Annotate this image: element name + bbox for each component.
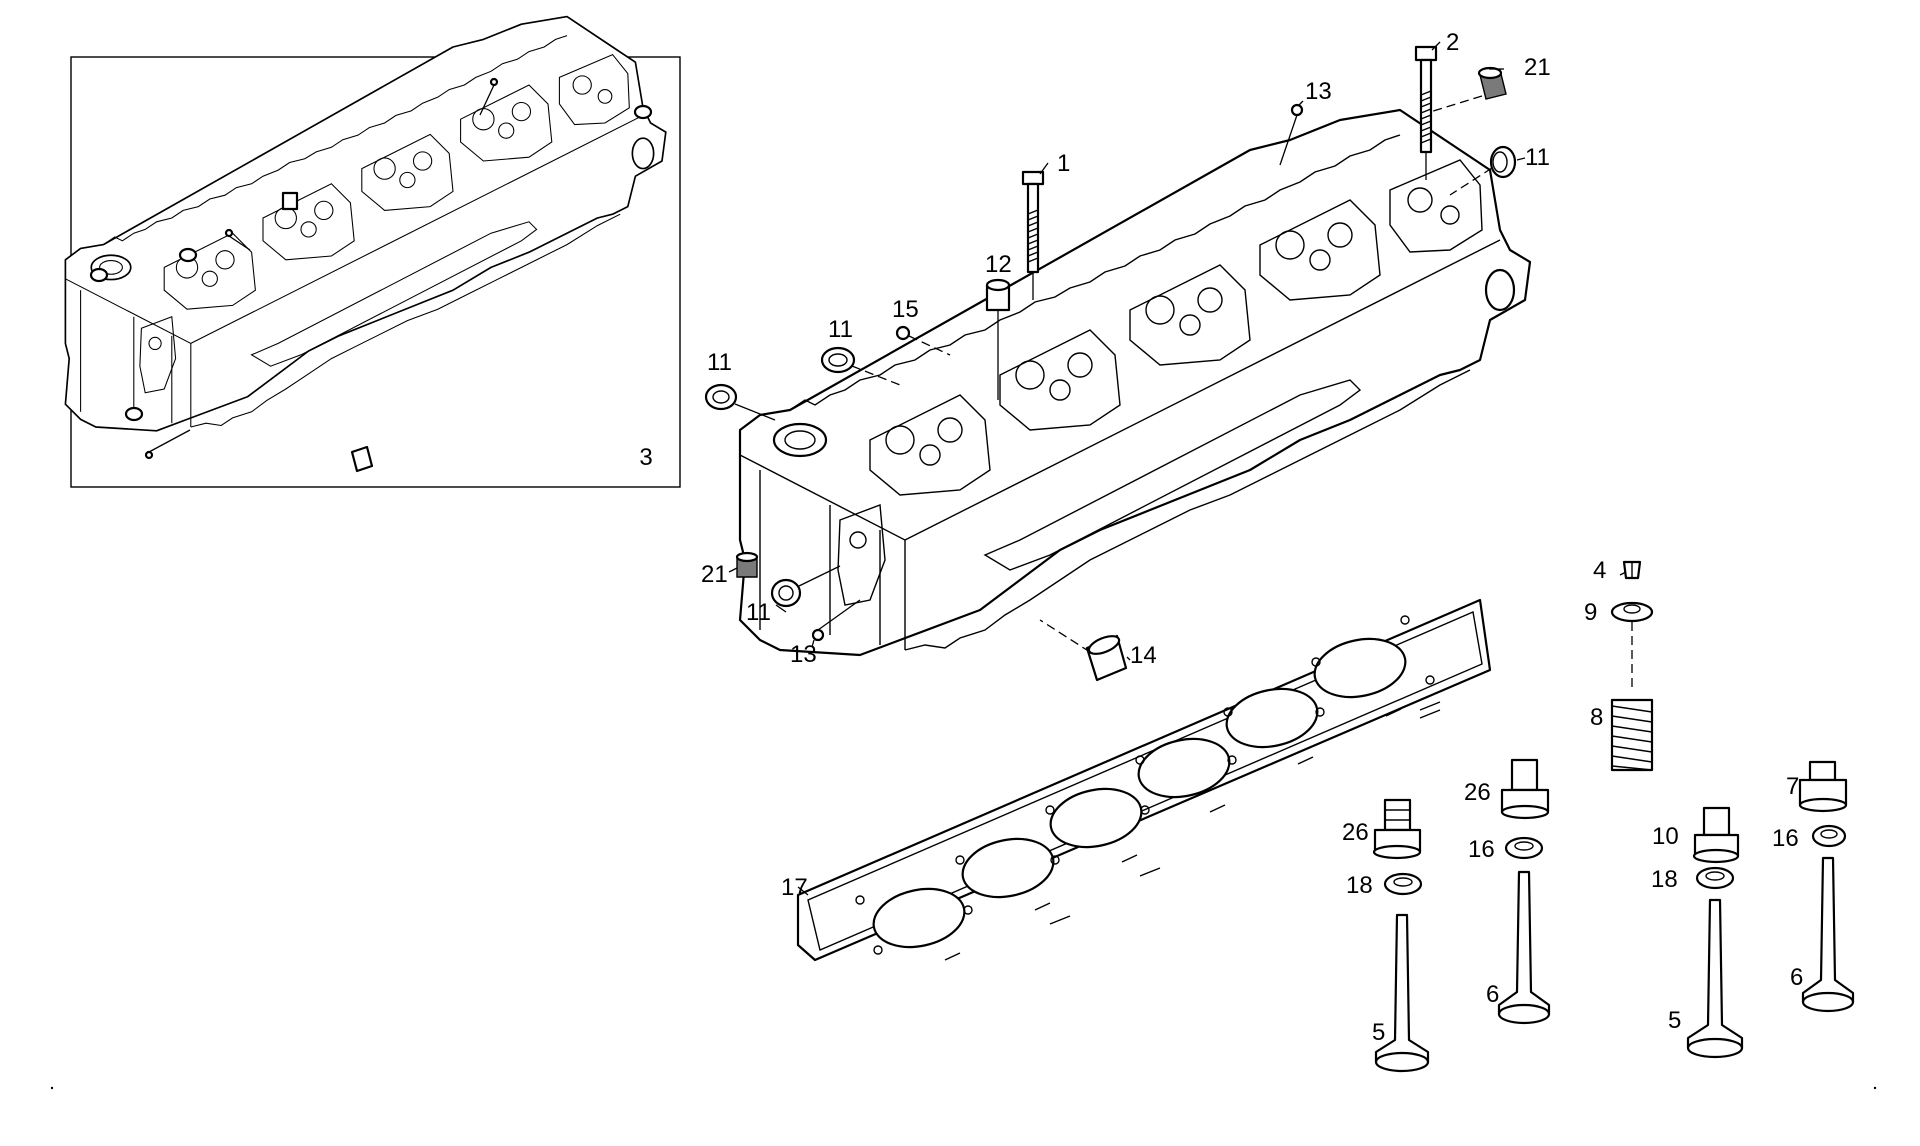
callout-7: 7 [1786,773,1799,800]
callout-12: 12 [985,251,1012,278]
seal-21-front [735,551,759,578]
valve-stem-key-4 [1622,560,1642,580]
callout-26-left: 26 [1342,819,1369,846]
inset-plug [281,191,299,211]
callout-11-lower: 11 [746,599,771,626]
callout-11-front: 11 [707,349,732,376]
seat-ring-16-right [1811,824,1847,848]
callout-8: 8 [1590,704,1603,731]
callout-13-bottom: 13 [790,641,817,668]
head-bolt-1 [1021,170,1045,300]
cup-plug-11-rear [1449,145,1517,196]
cup-plug-11-lower [770,565,841,608]
valve-stem-seal-26-left [1372,798,1422,860]
valve-stem-seal-7 [1798,760,1848,813]
valve-stem-seal-10 [1692,806,1740,864]
exhaust-valve-6-right [1801,856,1855,1013]
callout-16-left: 16 [1468,836,1495,863]
seat-ring-16-left [1504,836,1544,860]
head-gasket [796,598,1492,962]
callout-5-left: 5 [1372,1019,1385,1046]
exhaust-valve-6-left [1497,870,1551,1025]
spring-retainer-9 [1610,601,1654,688]
cylinder-head [738,108,1532,657]
inset-seal [178,247,198,263]
callout-17: 17 [781,874,808,901]
callout-6-right: 6 [1790,964,1803,991]
head-bolt-2 [1414,45,1438,180]
callout-labels: 1 2 4 5 5 6 6 7 8 9 10 11 11 11 11 12 13… [701,29,1803,1046]
callout-2: 2 [1446,29,1459,56]
callout-10: 10 [1652,823,1679,850]
callout-leaders [728,41,1627,896]
callout-26-right: 26 [1464,779,1491,806]
callout-14: 14 [1130,642,1157,669]
callout-11-top: 11 [828,316,853,343]
callout-18-left: 18 [1346,872,1373,899]
cup-plug-11-top [820,346,901,386]
plug-12 [985,278,1011,400]
callout-1: 1 [1057,150,1070,177]
callout-13-top: 13 [1305,78,1332,105]
intake-valve-5-right [1686,898,1744,1059]
callout-11-rear: 11 [1525,144,1550,171]
callout-9: 9 [1584,599,1597,626]
plug-15 [895,325,951,356]
callout-21-front: 21 [701,561,728,588]
seal-21-top [1429,66,1507,113]
inset-seal-left [89,267,109,283]
callout-6-left: 6 [1486,981,1499,1008]
callout-21-top: 21 [1524,54,1551,81]
intake-valve-5-left [1374,913,1430,1073]
callout-4: 4 [1593,557,1606,584]
seat-ring-18-right [1695,866,1735,890]
callout-18-right: 18 [1651,866,1678,893]
cap-14 [1039,619,1128,682]
inset-assembly-view: 3 [64,15,681,488]
valve-stem-seal-26-right [1500,758,1550,820]
valve-spring-8 [1610,698,1654,772]
callout-5-right: 5 [1668,1007,1681,1034]
cup-plug-11-front [704,383,776,421]
callout-16-right: 16 [1772,825,1799,852]
inset-seal-rear [633,104,653,120]
callout-15: 15 [892,296,919,323]
inset-seal-lower [124,406,144,422]
inset-cap [350,445,374,473]
plug-13-top [1279,103,1304,166]
plug-13-bottom [811,599,861,642]
inset-label: 3 [639,444,652,471]
seat-ring-18-left [1383,872,1423,896]
